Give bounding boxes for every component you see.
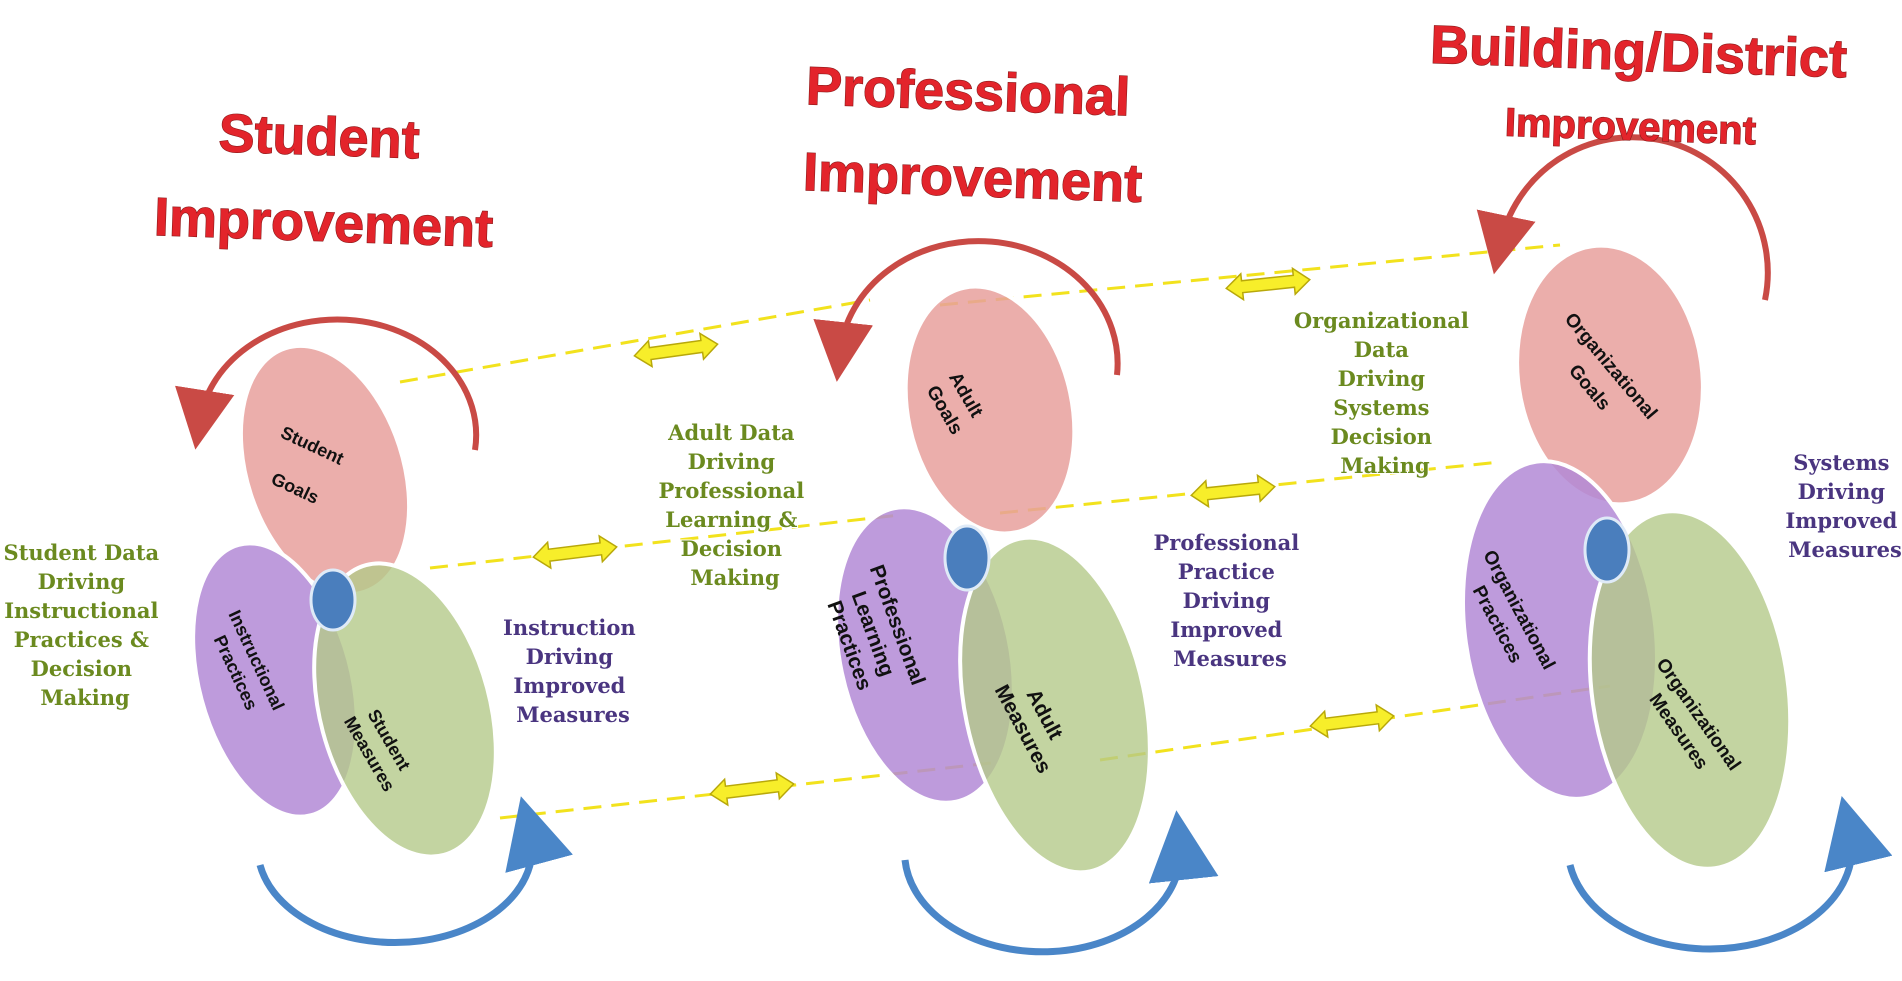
double-arrow-icon <box>1189 472 1277 510</box>
center-hub-icon <box>1583 516 1631 584</box>
professional-improvement-title: Professional Improvement <box>802 56 1146 214</box>
organizational-goals-segment <box>1515 243 1705 507</box>
adult-data-annotation: Adult Data Driving Professional Learning… <box>658 420 811 590</box>
organizational-measures-segment <box>1587 509 1793 871</box>
professional-practice-annotation: Professional Practice Driving Improved M… <box>1153 530 1306 671</box>
building-district-title: Building/District <box>1429 15 1848 90</box>
connector-goals-right <box>939 243 1561 307</box>
professional-cycle: Adult Goals Professional Learning Practi… <box>813 238 1219 956</box>
cycle-arrow-red-icon <box>813 238 1121 382</box>
cycle-arrow-red-icon <box>1476 134 1771 301</box>
double-arrow-icon <box>1224 265 1312 303</box>
building-cycle: Organizational Goals Organizational Prac… <box>1460 134 1893 953</box>
double-arrow-icon <box>707 770 797 808</box>
building-improvement-subtitle: Improvement <box>1504 101 1757 154</box>
double-arrow-icon <box>631 330 721 370</box>
center-hub-icon <box>309 568 357 632</box>
adult-measures-segment <box>958 535 1152 875</box>
double-arrow-icon <box>530 533 620 571</box>
student-improvement-title: Student Improvement <box>153 101 497 259</box>
systems-driving-annotation: Systems Driving Improved Measures <box>1785 450 1902 562</box>
adult-goals-segment <box>903 284 1077 536</box>
student-measures-segment <box>312 561 498 859</box>
cycle-arrow-blue-icon <box>901 810 1219 956</box>
connector-middle-left <box>429 513 901 570</box>
student-data-annotation: Student Data Driving Instructional Pract… <box>4 540 167 710</box>
cycle-arrow-blue-icon <box>256 796 573 947</box>
double-arrow-icon <box>1307 702 1397 740</box>
cycle-arrow-blue-icon <box>1566 795 1893 953</box>
instruction-driving-annotation: Instruction Driving Improved Measures <box>503 615 643 727</box>
organizational-data-annotation: Organizational Data Driving Systems Deci… <box>1294 308 1476 478</box>
cycle-arrow-red-icon <box>175 316 480 451</box>
student-cycle: Student Goals Instructional Practices St… <box>175 316 573 947</box>
connector-goals-left <box>399 298 871 384</box>
center-hub-icon <box>943 524 991 592</box>
